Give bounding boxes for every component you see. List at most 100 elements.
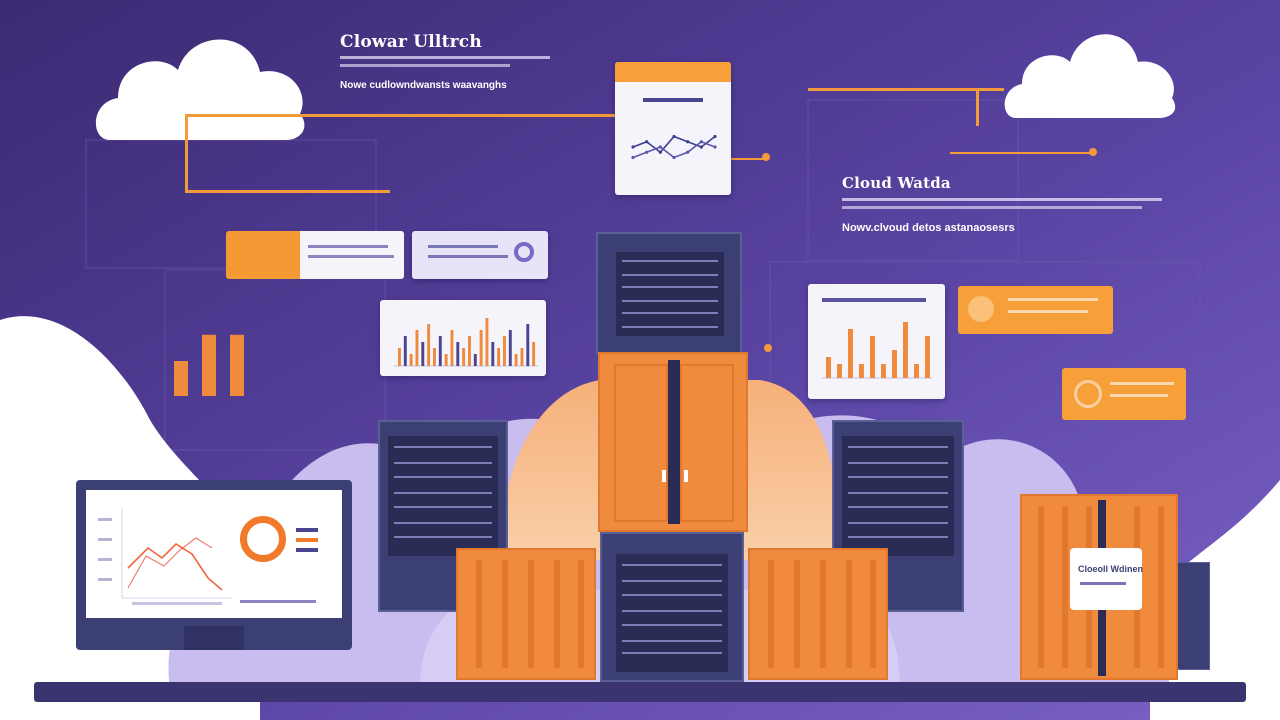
connector-line [185,114,188,192]
line-point [658,150,662,154]
bar [456,342,460,366]
bar [848,329,853,378]
server-unit-panel [388,436,498,556]
server-unit-panel [616,252,724,336]
cabinet-slat [476,560,482,668]
door-handle [662,470,666,482]
monitor [76,480,352,650]
connector-node [1089,148,1097,156]
ring-gauge-icon [514,242,534,262]
connector-line [950,152,1096,154]
bar [409,354,413,366]
drive-bay [394,506,492,524]
connector-line [808,88,1004,91]
drive-bay [622,312,718,328]
drive-bay [848,446,948,464]
cabinet-slat [528,560,534,668]
bar [230,334,244,396]
server-rack [832,420,964,612]
bar [532,342,536,366]
donut-chart [240,516,286,562]
bar [403,336,407,366]
text-placeholder-line [308,255,394,258]
bar [398,348,401,366]
cabinet-slat [554,560,560,668]
bar [473,354,477,366]
bar [903,322,908,378]
line-point [699,140,703,144]
cabinet-slat [870,560,876,668]
bar-chart [394,318,538,367]
cabinet-slat [1062,506,1068,668]
text-placeholder-line [842,206,1142,209]
info-label-card: Cloeoll Wdinen [1070,548,1143,610]
dashboard-line-chart [98,508,232,605]
bar [479,330,483,366]
bar [881,364,886,378]
drive-bay [394,476,492,494]
bar [514,354,518,366]
bar [427,324,431,366]
monitor-screen [86,490,342,618]
drive-bay [622,286,718,302]
server-rack [596,232,742,354]
card-header [615,62,731,82]
text-placeholder-line [428,255,508,258]
bar [421,342,425,366]
line-point [631,145,635,149]
bar [438,336,442,366]
cabinet-slat [1158,506,1164,668]
bar [892,350,897,378]
line-point [699,145,703,149]
cloud-icon [1004,34,1176,118]
text-placeholder-line [822,298,926,302]
bar [914,364,919,378]
progress-card [412,231,548,279]
line-point [645,150,649,154]
panel-subtitle: Nowv.clvoud detos astanaosesrs [842,222,1015,234]
bar [485,318,489,366]
text-placeholder-line [340,64,510,67]
hero-title: Clowar Ulltrch [340,32,482,52]
hero-subtitle: Nowe cudlowndwansts waavanghs [340,80,507,91]
bar [174,361,188,396]
drive-bay [622,260,718,276]
cabinet-slat [768,560,774,668]
text-placeholder-line [340,56,550,59]
cabinet-slat [1038,506,1044,668]
storage-cabinet: Cloeoll Wdinen [1020,494,1178,680]
bar [526,324,530,366]
legend-swatch [296,538,318,542]
text-placeholder-line [428,245,498,248]
text-placeholder-line [1008,298,1098,301]
status-card-orange [958,286,1113,334]
server-unit-panel [616,554,728,672]
drive-bay [622,624,722,642]
ring-icon [1074,380,1102,408]
avatar-icon [968,296,994,322]
bar-chart-card [380,300,546,376]
status-card-orange [1062,368,1186,420]
drive-bay [622,564,722,582]
line-series [632,135,716,154]
connector-line [185,114,615,117]
bar [462,348,466,366]
connector-node [762,153,770,161]
text-placeholder-line [1110,394,1168,397]
legend-swatch [296,528,318,532]
storage-cabinet [598,352,748,532]
drive-bay [622,594,722,612]
bar [826,357,831,378]
label-title: Cloeoll Wdinen [1078,564,1143,574]
line-point [658,145,662,149]
bar [450,330,454,366]
text-placeholder-line [643,98,703,102]
cloud-icon [95,39,305,140]
bar [520,348,524,366]
storage-cabinet [748,548,888,680]
drive-bay [622,652,722,666]
text-placeholder-line [1008,310,1088,313]
bar [870,336,875,378]
connector-node [764,344,772,352]
storage-cabinet [456,548,596,680]
